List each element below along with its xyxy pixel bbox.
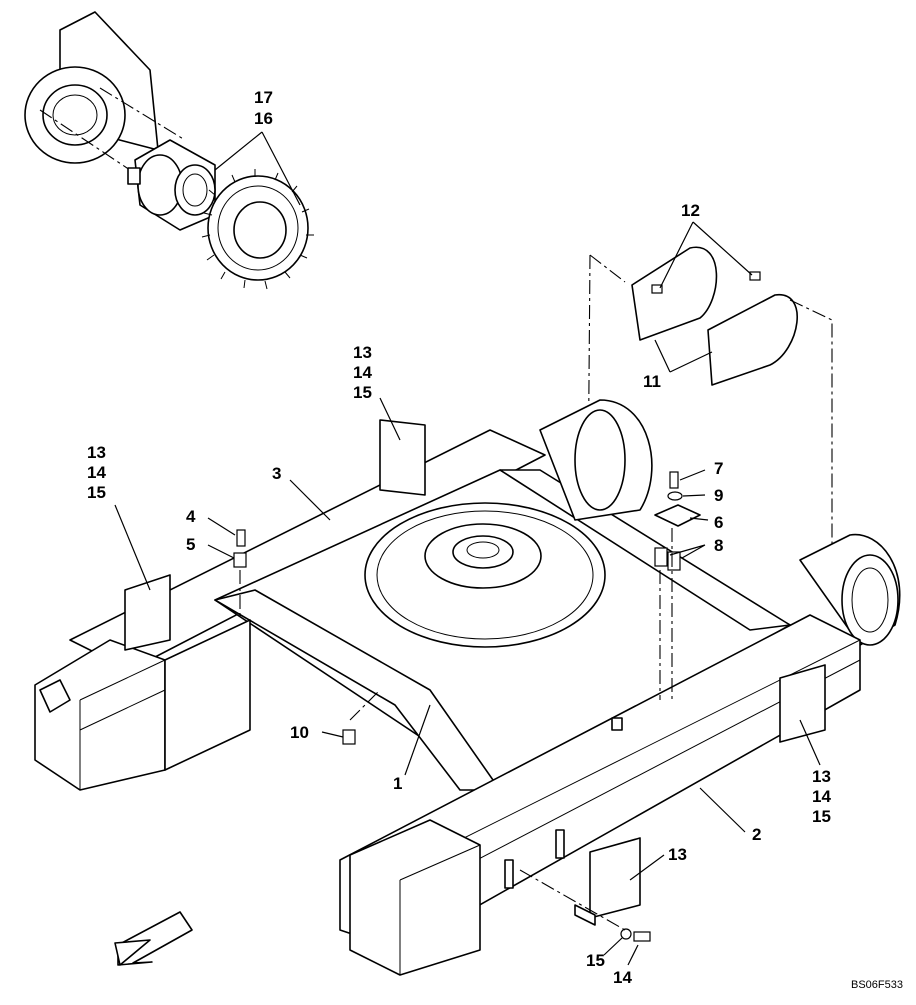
track-guard-upper bbox=[631, 246, 718, 341]
center-frame bbox=[69, 399, 901, 791]
spacer-5 bbox=[233, 552, 247, 568]
callout-13-bottom: 13 bbox=[668, 845, 687, 864]
guard-plate-left bbox=[124, 574, 171, 651]
travel-motor-housing bbox=[24, 11, 186, 171]
callout-4: 4 bbox=[186, 507, 196, 526]
callout-9: 9 bbox=[714, 486, 723, 505]
callout-15-bottom: 15 bbox=[586, 951, 605, 970]
travel-motor bbox=[127, 139, 216, 231]
callout-12: 12 bbox=[681, 201, 700, 220]
drawing-code: BS06F533 bbox=[851, 979, 903, 991]
washer-15 bbox=[620, 928, 632, 940]
plate-6 bbox=[654, 504, 701, 527]
callout-3: 3 bbox=[272, 464, 281, 483]
plug-10 bbox=[342, 729, 356, 745]
guard-plate-right bbox=[779, 664, 826, 743]
callout-10: 10 bbox=[290, 723, 309, 742]
spacer-8b bbox=[667, 551, 681, 571]
guard-plate-bottom bbox=[589, 837, 641, 919]
callout-11: 11 bbox=[643, 372, 661, 391]
callout-7: 7 bbox=[714, 459, 723, 478]
callout-17: 17 bbox=[254, 88, 273, 107]
bolt-14 bbox=[633, 931, 651, 942]
callout-14-right: 14 bbox=[812, 787, 831, 806]
callout-13-left: 13 bbox=[87, 443, 106, 462]
callout-15-left: 15 bbox=[87, 483, 106, 502]
callout-8: 8 bbox=[714, 536, 723, 555]
direction-arrow-icon bbox=[114, 911, 193, 966]
callout-14-bottom: 14 bbox=[613, 968, 632, 987]
bolt-12-left bbox=[651, 284, 663, 294]
callout-6: 6 bbox=[714, 513, 723, 532]
sprocket bbox=[201, 169, 314, 290]
bolt-7 bbox=[669, 471, 679, 489]
track-guard-lower bbox=[707, 294, 798, 386]
side-frame-left bbox=[34, 619, 251, 791]
callout-14-left: 14 bbox=[87, 463, 106, 482]
callout-15-top: 15 bbox=[353, 383, 372, 402]
callout-13-top: 13 bbox=[353, 343, 372, 362]
bolt-12-right bbox=[749, 271, 761, 281]
bolt-4 bbox=[236, 529, 246, 547]
callout-5: 5 bbox=[186, 535, 195, 554]
spacer-8a bbox=[654, 547, 668, 567]
callout-14-top: 14 bbox=[353, 363, 372, 382]
guard-plate-top bbox=[379, 419, 426, 496]
callout-2: 2 bbox=[752, 825, 761, 844]
washer-9 bbox=[667, 491, 683, 501]
callout-15-right: 15 bbox=[812, 807, 831, 826]
track-end-front bbox=[349, 819, 481, 976]
callout-16: 16 bbox=[254, 109, 273, 128]
callout-1: 1 bbox=[393, 774, 402, 793]
callout-13-right: 13 bbox=[812, 767, 831, 786]
